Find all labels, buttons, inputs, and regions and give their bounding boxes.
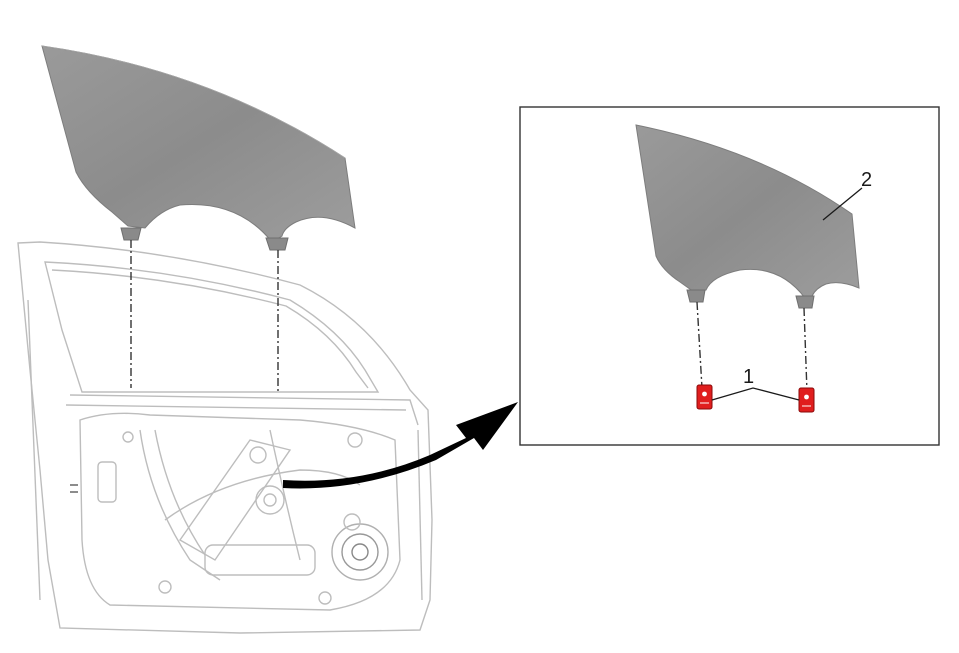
alignment-lines-main (130, 240, 279, 393)
detail-pointer-arrow (283, 402, 518, 489)
regulator-motor (255, 485, 285, 515)
glass-mounting-tab-left (120, 227, 142, 241)
door-latch (97, 461, 117, 503)
detail-glass-tab-left (686, 289, 706, 303)
inner-door-panel (79, 412, 401, 611)
glass-retaining-clip-right (798, 387, 815, 413)
door-outer-frame (17, 241, 433, 634)
detail-view: 1 2 (519, 106, 940, 446)
belt-line (69, 394, 419, 426)
window-glass-panel (41, 45, 356, 243)
front-door-assembly (17, 241, 433, 634)
door-speaker (331, 523, 389, 581)
detail-glass-tab-right (795, 295, 815, 309)
callout-leader-lines (711, 187, 863, 401)
glass-mounting-tab-right (265, 237, 289, 251)
callout-label-2: 2 (861, 169, 872, 191)
leader-line-2 (822, 187, 863, 221)
regulator-rail-left (139, 429, 221, 581)
alignment-lines-detail (696, 301, 808, 393)
door-window-glass (41, 45, 356, 251)
callout-label-1: 1 (743, 366, 754, 388)
regulator-rail-right (269, 429, 301, 561)
glass-retaining-clip-left (696, 384, 713, 410)
window-frame-inner (44, 261, 380, 393)
leader-line-1 (711, 387, 800, 401)
